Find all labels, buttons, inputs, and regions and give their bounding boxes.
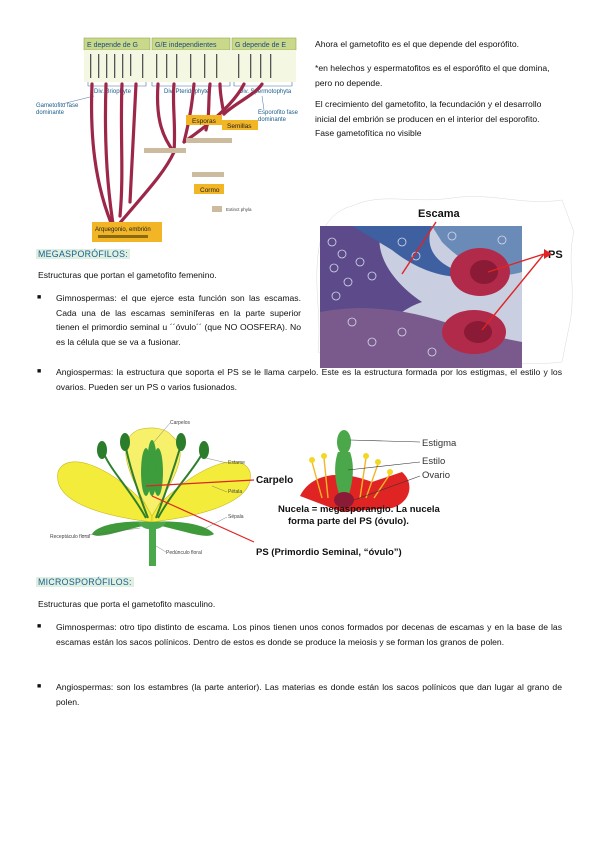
carpelo-label: Carpelo: [256, 475, 293, 486]
cell-outlines: [327, 231, 507, 357]
header-left-text: E depende de G: [87, 42, 138, 49]
petala-pointer: [211, 485, 228, 493]
taxa-labels: [90, 54, 272, 78]
bullet-icon: ■: [37, 368, 42, 375]
gametofito-pointer: [61, 95, 95, 105]
phylogeny-branches: [89, 82, 264, 232]
red-flower-section: [300, 430, 410, 512]
ps-arrow: [151, 495, 255, 543]
sepala-label: Sépala: [228, 514, 244, 520]
mega-bullet2-text: Angiospermas: la estructura que soporta …: [56, 367, 562, 392]
arquegonio-text: Arquegonio, embrión: [95, 227, 151, 233]
estigma-label: Estigma: [422, 438, 457, 449]
bullet-icon: ■: [37, 683, 42, 690]
estilo-label: Estilo: [422, 456, 445, 467]
sepals: [92, 521, 214, 536]
mega-bullet1-text: Gimnospermas: el que ejerce esta función…: [56, 293, 301, 347]
semillas-box: [222, 120, 258, 130]
ps-arrow-lower: [481, 253, 545, 331]
mega-heading: MEGASPORÓFILOS:: [36, 249, 131, 259]
header-mid-text: G/E independientes: [155, 42, 217, 49]
ps-label: PS: [548, 249, 563, 261]
bracket-bryophyte: [87, 82, 147, 87]
flower-diagram: Carpelos Estame Pétala Sépala Receptácul…: [42, 416, 457, 568]
stamen-anthers: [97, 433, 209, 459]
micro-bullet-gimnospermas: ■ Gimnospermas: otro tipo distinto de es…: [37, 620, 562, 649]
semillas-text: Semillas: [227, 123, 252, 130]
nucela-line2: forma parte del PS (óvulo).: [288, 516, 409, 527]
mega-bullet-angiospermas: ■ Angiospermas: la estructura que soport…: [37, 365, 562, 394]
extinct-box-trimerophytophyta: [186, 138, 232, 143]
stamen-filaments: [103, 447, 203, 519]
phylogeny-diagram: E depende de G G/E independientes G depe…: [36, 37, 299, 242]
nucela-line1: Nucela = megasporangio. La nucela: [278, 504, 441, 515]
estigma-pointer: [349, 439, 421, 443]
esporas-box: [186, 115, 222, 125]
note-dominance: *en helechos y espermatofitos es el espo…: [315, 63, 550, 88]
micro-bullet1-text: Gimnospermas: otro tipo distinto de esca…: [56, 622, 562, 647]
micro-intro: Estructuras que porta el gametofito masc…: [38, 599, 216, 609]
micrograph-figure: Escama PS: [316, 196, 575, 368]
escama-label: Escama: [418, 208, 460, 220]
esporas-text: Esporas: [192, 118, 217, 125]
bracket-spermatophyte: [233, 82, 293, 87]
mega-intro: Estructuras que portan el gametofito fem…: [38, 270, 217, 280]
micro-heading: MICROSPORÓFILOS:: [36, 577, 134, 587]
ps-arrowhead: [544, 249, 552, 259]
bracket-pteridophyte: [151, 82, 231, 87]
ovario-pointer: [353, 475, 421, 501]
micro-bullet-angiospermas: ■ Angiospermas: son los estambres (la pa…: [37, 680, 562, 709]
estame-label: Estame: [228, 460, 245, 466]
petala-label: Pétala: [228, 489, 242, 495]
peduncle-pointer: [155, 545, 167, 553]
bullet-icon: ■: [37, 623, 42, 630]
mega-bullet-gimnospermas: ■ Gimnospermas: el que ejerce esta funci…: [37, 291, 301, 349]
estilo-pointer: [347, 461, 421, 471]
bullet-icon: ■: [37, 294, 42, 301]
extinct-box-rhyniophyta: [192, 172, 224, 177]
receptacle: [138, 522, 166, 530]
note-growth: El crecimiento del gametofito, la fecund…: [315, 99, 542, 138]
ps-primordio-label: PS (Primordio Seminal, “óvulo”): [256, 547, 402, 558]
sepala-pointer: [201, 516, 228, 531]
arquegonio-subtext-mark: [98, 235, 148, 238]
micro-bullet2-text: Angiospermas: son los estambres (la part…: [56, 682, 562, 707]
escama-arrow: [401, 221, 437, 275]
estame-pointer: [205, 457, 228, 464]
carpelos-label: Carpelos: [170, 420, 191, 426]
carpels: [141, 440, 163, 496]
header-right-text: G depende de E: [235, 42, 286, 49]
receptaculo-label: Receptáculo floral: [50, 534, 90, 540]
peduncle-label: Pedúnculo floral: [166, 550, 202, 556]
ps-arrow-upper: [487, 253, 545, 273]
receptaculo-pointer: [81, 527, 141, 537]
esporofito-pointer: [261, 95, 265, 111]
carpelos-pointer: [153, 422, 171, 443]
extinct-legend-text: Extinct phyla: [226, 207, 252, 212]
cormo-box: [194, 184, 224, 194]
cormo-text: Cormo: [200, 187, 220, 194]
note-dependence: Ahora el gametofito es el que depende de…: [315, 39, 520, 49]
div-spermatophyte-label: Div. Spermotophyta: [239, 89, 292, 95]
div-pteridophyte-label: Div. Pteridophyte: [164, 89, 210, 95]
div-briophyte-label: Div. Briophyte: [94, 89, 132, 95]
extinct-legend-swatch: [212, 206, 222, 212]
carpelo-arrow: [145, 479, 255, 487]
extinct-box-zosterophyllophyta: [144, 148, 186, 153]
peduncle: [149, 528, 156, 566]
ovario-label: Ovario: [422, 470, 450, 481]
